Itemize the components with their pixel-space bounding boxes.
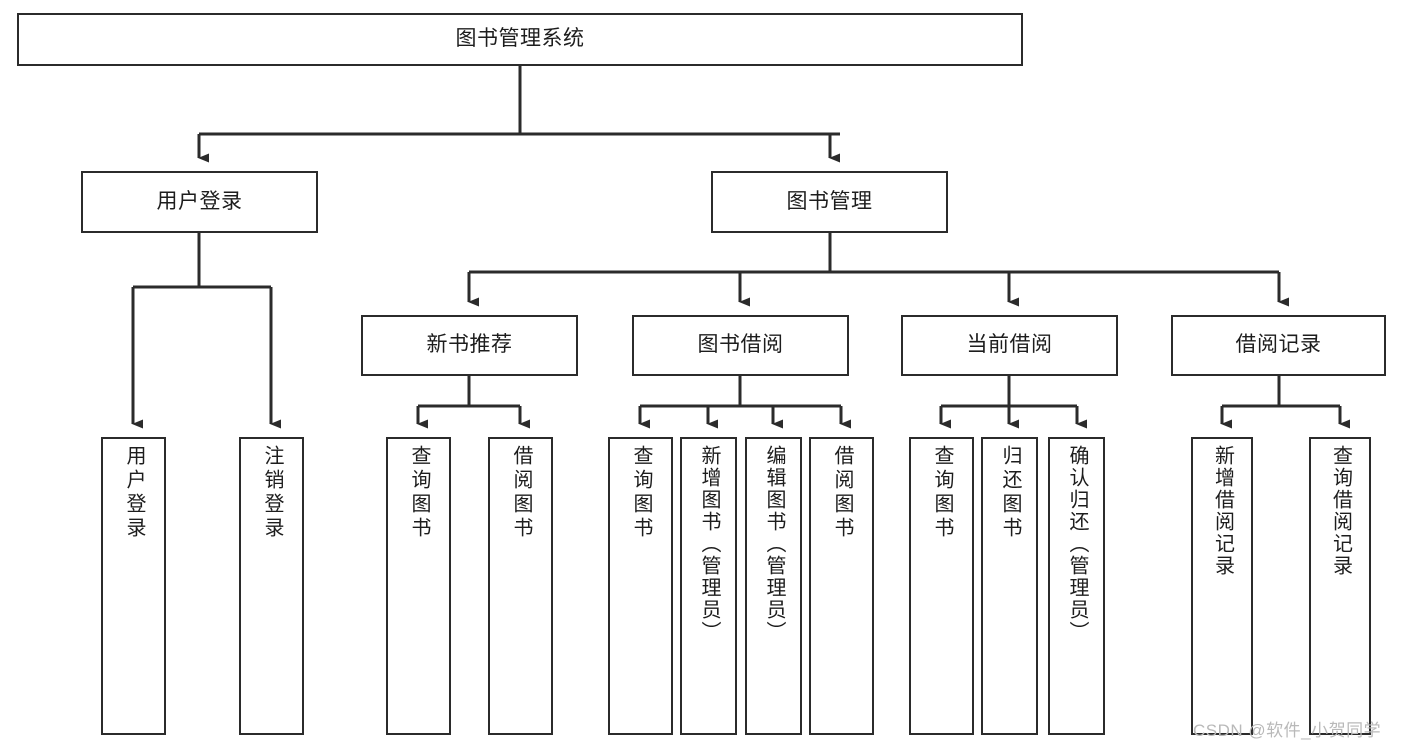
node-label: 用户登录 xyxy=(156,189,243,213)
node-borrow-record[interactable]: 借阅记录 xyxy=(1171,315,1386,376)
node-current-borrow[interactable]: 当前借阅 xyxy=(901,315,1118,376)
node-book-management[interactable]: 图书管理 xyxy=(711,171,948,233)
node-label: 确认归还（管理员） xyxy=(1066,445,1088,643)
csdn-watermark: CSDN @软件_小贺同学 xyxy=(1193,721,1382,740)
node-label: 借阅图书 xyxy=(510,445,532,541)
node-book-borrow[interactable]: 图书借阅 xyxy=(632,315,849,376)
leaf-current-query-book[interactable]: 查询图书 xyxy=(909,437,974,735)
node-new-book-recommend[interactable]: 新书推荐 xyxy=(361,315,578,376)
node-label: 借阅记录 xyxy=(1235,333,1322,357)
node-label: 查询图书 xyxy=(630,445,652,541)
leaf-current-confirm-return-admin[interactable]: 确认归还（管理员） xyxy=(1048,437,1105,735)
leaf-user-login-login[interactable]: 用户登录 xyxy=(101,437,166,735)
leaf-borrow-borrow-book[interactable]: 借阅图书 xyxy=(809,437,874,735)
leaf-new-book-borrow-book[interactable]: 借阅图书 xyxy=(488,437,553,735)
node-label: 查询图书 xyxy=(931,445,953,541)
node-root-system[interactable]: 图书管理系统 xyxy=(17,13,1023,66)
node-label: 借阅图书 xyxy=(831,445,853,541)
node-label: 图书管理 xyxy=(786,189,873,213)
node-label: 新增借阅记录 xyxy=(1211,445,1234,577)
leaf-record-query-record[interactable]: 查询借阅记录 xyxy=(1309,437,1371,735)
leaf-record-add-record[interactable]: 新增借阅记录 xyxy=(1191,437,1253,735)
node-label: 编辑图书（管理员） xyxy=(763,445,785,643)
node-label: 查询借阅记录 xyxy=(1329,445,1352,577)
leaf-current-return-book[interactable]: 归还图书 xyxy=(981,437,1038,735)
node-label: 图书借阅 xyxy=(697,333,784,357)
node-label: 归还图书 xyxy=(999,445,1021,541)
node-label: 新书推荐 xyxy=(426,333,513,357)
node-user-login[interactable]: 用户登录 xyxy=(81,171,318,233)
leaf-new-book-query-book[interactable]: 查询图书 xyxy=(386,437,451,735)
node-label: 用户登录 xyxy=(123,445,145,541)
node-label: 查询图书 xyxy=(408,445,430,541)
node-label: 图书管理系统 xyxy=(455,27,585,51)
node-label: 注销登录 xyxy=(261,445,283,541)
leaf-borrow-edit-book-admin[interactable]: 编辑图书（管理员） xyxy=(745,437,802,735)
leaf-borrow-add-book-admin[interactable]: 新增图书（管理员） xyxy=(680,437,737,735)
leaf-borrow-query-book[interactable]: 查询图书 xyxy=(608,437,673,735)
node-label: 当前借阅 xyxy=(966,333,1053,357)
leaf-user-login-logout[interactable]: 注销登录 xyxy=(239,437,304,735)
node-label: 新增图书（管理员） xyxy=(698,445,720,643)
